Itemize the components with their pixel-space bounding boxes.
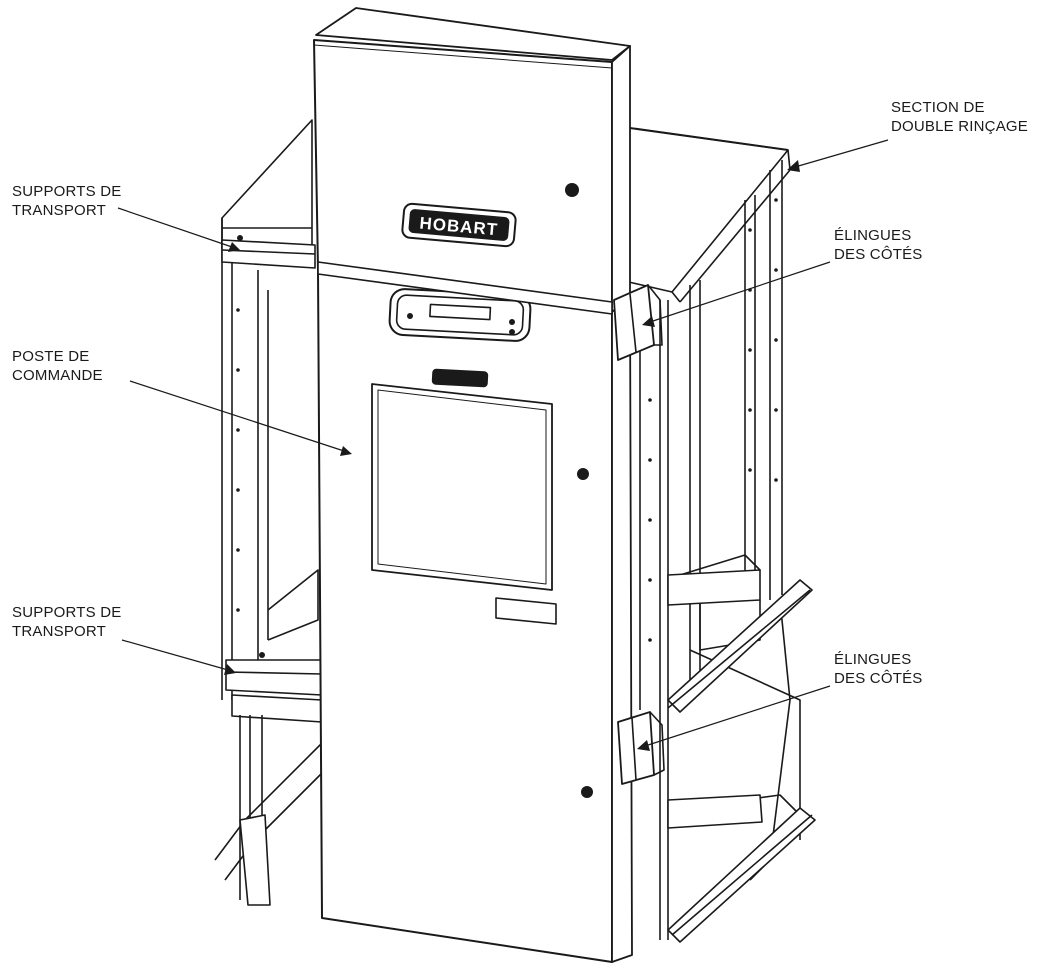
- leader-supports-transport-bottom: [121, 639, 229, 671]
- label-supports-transport-bottom: SUPPORTS DE TRANSPORT: [12, 603, 121, 641]
- leader-lines: [117, 139, 889, 751]
- label-supports-transport-bottom-line2: TRANSPORT: [12, 623, 107, 640]
- leader-supports-transport-top: [117, 207, 233, 248]
- leader-poste-commande: [129, 380, 345, 452]
- label-poste-commande: POSTE DE COMMANDE: [12, 347, 103, 385]
- upper-cabinet: HOBART: [313, 7, 631, 315]
- label-elingues-cotes-top: ÉLINGUES DES CÔTÉS: [834, 226, 922, 264]
- leader-elingues-cotes-bottom: [644, 685, 831, 747]
- label-elingues-cotes-bottom: ÉLINGUES DES CÔTÉS: [834, 650, 922, 688]
- control-station-cabinet: [317, 269, 633, 963]
- label-supports-transport-bottom-line1: SUPPORTS DE: [12, 604, 122, 621]
- label-poste-commande-line2: COMMANDE: [12, 367, 103, 384]
- right-support-bars: [667, 569, 816, 943]
- label-supports-transport-top-line1: SUPPORTS DE: [12, 183, 122, 200]
- label-elingues-cotes-top-line1: ÉLINGUES: [834, 227, 912, 244]
- leader-elingues-cotes-top: [649, 261, 831, 323]
- label-section-double-rincage-line2: DOUBLE RINÇAGE: [891, 118, 1028, 135]
- label-section-double-rincage: SECTION DE DOUBLE RINÇAGE: [891, 98, 1028, 136]
- side-sling-top: [613, 284, 663, 361]
- label-supports-transport-top-line2: TRANSPORT: [12, 202, 107, 219]
- label-elingues-cotes-bottom-line2: DES CÔTÉS: [834, 670, 923, 687]
- label-elingues-cotes-bottom-line1: ÉLINGUES: [834, 651, 912, 668]
- label-section-double-rincage-line1: SECTION DE: [891, 99, 985, 116]
- label-poste-commande-line1: POSTE DE: [12, 348, 90, 365]
- double-rinse-section: [619, 127, 801, 940]
- leader-section-double-rincage: [794, 139, 889, 168]
- left-frame: [214, 119, 326, 906]
- side-sling-bottom: [617, 711, 665, 785]
- label-supports-transport-top: SUPPORTS DE TRANSPORT: [12, 182, 121, 220]
- label-elingues-cotes-top-line2: DES CÔTÉS: [834, 246, 923, 263]
